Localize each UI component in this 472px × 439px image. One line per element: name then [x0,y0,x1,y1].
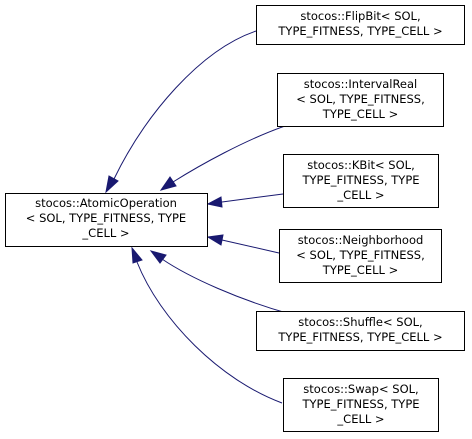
edge-neighborhood [206,234,280,254]
node-swap-line-2: TYPE_FITNESS, TYPE [301,397,419,411]
node-intervalreal-line-1: stocos::IntervalReal [304,77,417,91]
node-neighborhood[interactable]: stocos::Neighborhood < SOL, TYPE_FITNESS… [279,229,442,283]
edge-flipbit [105,30,257,194]
node-flipbit[interactable]: stocos::FlipBit< SOL, TYPE_FITNESS, TYPE… [256,5,465,45]
node-atomic-operation[interactable]: stocos::AtomicOperation < SOL, TYPE_FITN… [5,193,208,247]
edge-swap [131,246,283,404]
edges [105,30,291,404]
node-shuffle-line-1: stocos::Shuffle< SOL, [298,315,422,329]
node-kbit-line-1: stocos::KBit< SOL, [307,158,414,172]
edge-intervalreal [159,125,286,191]
node-kbit-line-2: TYPE_FITNESS, TYPE [301,173,419,187]
node-shuffle[interactable]: stocos::Shuffle< SOL, TYPE_FITNESS, TYPE… [256,311,465,351]
edge-kbit [206,193,284,208]
node-intervalreal[interactable]: stocos::IntervalReal < SOL, TYPE_FITNESS… [277,73,444,127]
node-swap-line-1: stocos::Swap< SOL, [303,382,418,396]
edge-shuffle [149,250,291,315]
node-kbit[interactable]: stocos::KBit< SOL, TYPE_FITNESS, TYPE _C… [283,154,439,208]
node-flipbit-line-1: stocos::FlipBit< SOL, [300,9,420,23]
node-neighborhood-line-3: TYPE_CELL > [322,263,398,277]
node-intervalreal-line-3: TYPE_CELL > [322,107,398,121]
node-atomic-operation-line-1: stocos::AtomicOperation [35,196,177,210]
node-atomic-operation-line-2: < SOL, TYPE_FITNESS, TYPE [26,211,186,225]
node-intervalreal-line-2: < SOL, TYPE_FITNESS, [296,92,425,106]
node-neighborhood-line-2: < SOL, TYPE_FITNESS, [296,248,425,262]
node-flipbit-line-2: TYPE_FITNESS, TYPE_CELL > [277,24,442,38]
node-atomic-operation-line-3: _CELL > [81,226,129,240]
node-kbit-line-3: _CELL > [336,188,384,202]
node-swap[interactable]: stocos::Swap< SOL, TYPE_FITNESS, TYPE _C… [283,378,439,432]
node-neighborhood-line-1: stocos::Neighborhood [298,233,424,247]
node-shuffle-line-2: TYPE_FITNESS, TYPE_CELL > [277,330,442,344]
node-swap-line-3: _CELL > [336,412,384,426]
